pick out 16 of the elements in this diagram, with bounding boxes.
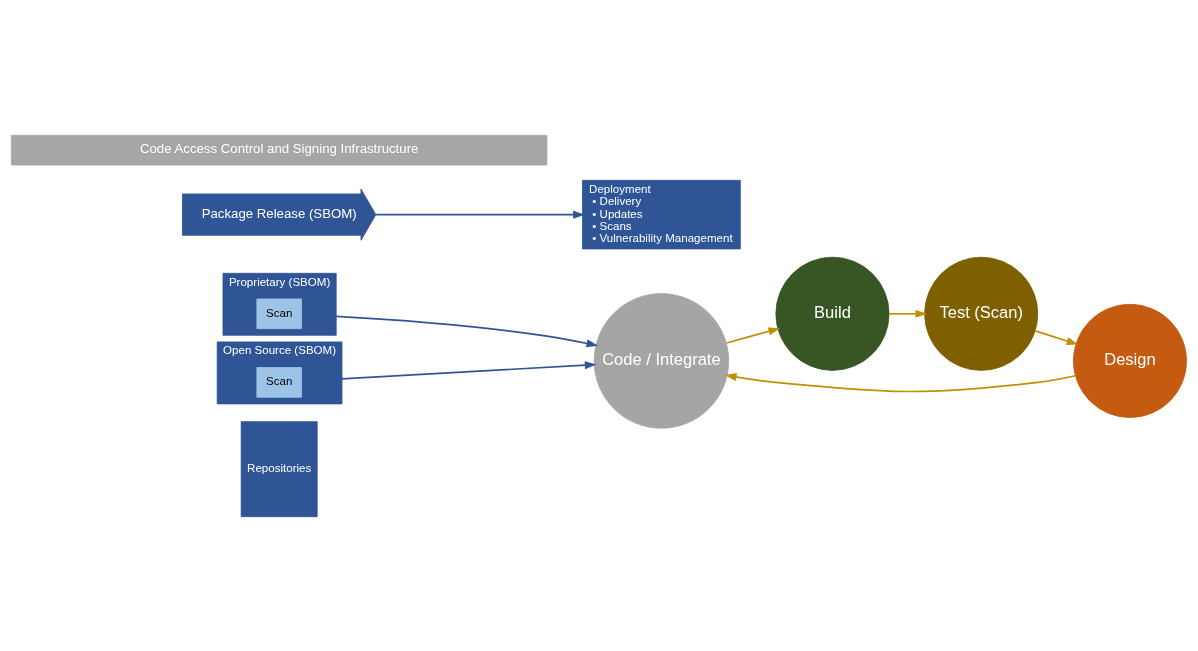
node-box: Code Access Control and Signing Infrastructure bbox=[11, 134, 548, 165]
node-box: Scan bbox=[256, 366, 302, 398]
arrow bbox=[341, 360, 597, 380]
arrow bbox=[724, 372, 1076, 392]
node-box: Deployment • Delivery • Updates • Scans • Vulnerability Management bbox=[582, 179, 741, 249]
arrow bbox=[1034, 329, 1079, 345]
arrow bbox=[888, 309, 928, 318]
node-circle: Test (Scan) bbox=[924, 256, 1039, 371]
node-circle: Design bbox=[1072, 303, 1187, 418]
node-circle: Build bbox=[775, 256, 890, 371]
node-circle: Code / Integrate bbox=[593, 292, 730, 429]
arrow bbox=[335, 315, 599, 347]
node-box: Scan bbox=[256, 298, 302, 329]
arrow bbox=[725, 326, 780, 344]
arrow bbox=[375, 210, 585, 219]
node-box: Repositories bbox=[240, 420, 318, 517]
